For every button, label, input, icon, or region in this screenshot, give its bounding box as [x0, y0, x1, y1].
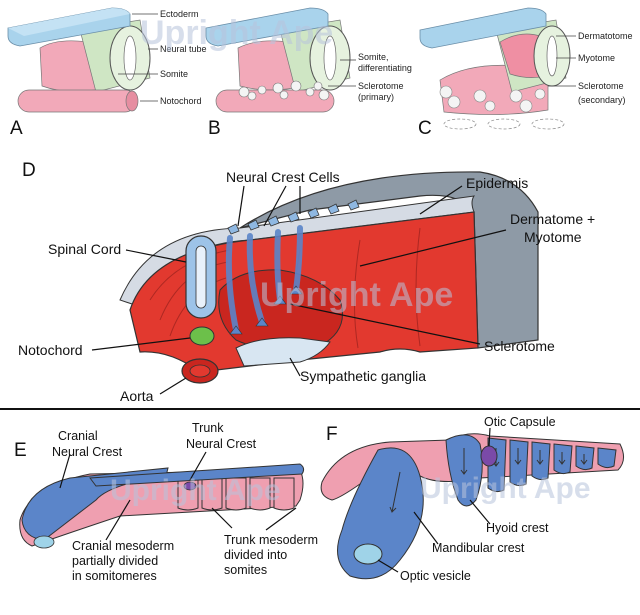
- aorta-lumen: [189, 364, 211, 378]
- label-trunk-neural-crest-1: Trunk: [192, 421, 224, 435]
- label-trunk-neural-crest-2: Neural Crest: [186, 437, 257, 451]
- optic-bulge-e: [33, 535, 55, 549]
- label-mandibular-crest: Mandibular crest: [432, 541, 525, 555]
- label-trunk-mesoderm-2: divided into: [224, 548, 287, 562]
- label-somite: Somite: [160, 69, 188, 79]
- notochord-b: [215, 89, 335, 113]
- neural-tube-b-lumen: [323, 35, 337, 81]
- sclerotome-primary-cells: [238, 80, 330, 101]
- label-sympathetic-ganglia: Sympathetic ganglia: [300, 368, 426, 384]
- label-cranial-neural-crest-1: Cranial: [58, 429, 98, 443]
- panel-f: F Otic Capsule: [320, 415, 624, 583]
- label-cranial-mesoderm-2: partially divided: [72, 554, 158, 568]
- notochord-shape-d: [189, 326, 215, 346]
- notochord-shape: [17, 89, 137, 113]
- label-ectoderm: Ectoderm: [160, 9, 199, 19]
- label-notochord-d: Notochord: [18, 342, 83, 358]
- otic-capsule-shape: [480, 445, 498, 467]
- crest-migration-arrowheads: [229, 285, 303, 335]
- panel-d-letter: D: [22, 160, 36, 181]
- label-dermatotome: Dermatotome: [578, 31, 633, 41]
- label-dermatome-myotome-1: Dermatome +: [510, 211, 595, 227]
- label-sclerotome-primary-2: (primary): [358, 92, 394, 102]
- neural-tube-lumen: [123, 35, 137, 81]
- watermark-f: Upright Ape: [420, 472, 591, 505]
- trunk-neural-crest-shape: [89, 463, 305, 487]
- label-cranial-neural-crest-2: Neural Crest: [52, 445, 123, 459]
- label-sclerotome-primary-1: Sclerotome: [358, 81, 404, 91]
- label-somite-differentiating-1: Somite,: [358, 52, 389, 62]
- panel-c: C Dermatotome Myotome Sclerotome (second…: [418, 7, 633, 139]
- label-epidermis: Epidermis: [466, 175, 528, 191]
- watermark-d: Upright Ape: [260, 276, 453, 314]
- panel-b: B Somite, differentiating Sclerotome (pr…: [205, 7, 412, 139]
- panel-a-letter: A: [10, 118, 23, 139]
- label-hyoid-crest: Hyoid crest: [486, 521, 549, 535]
- label-trunk-mesoderm-3: somites: [224, 563, 267, 577]
- panel-e-letter: E: [14, 440, 27, 461]
- panel-b-letter: B: [208, 118, 221, 139]
- crest-migration-paths: [225, 225, 303, 333]
- label-dermatome-myotome-2: Myotome: [524, 229, 582, 245]
- label-otic-capsule: Otic Capsule: [484, 415, 556, 429]
- panel-a: A Ectoderm Neural tube Somite Notochord: [7, 7, 207, 139]
- label-neural-crest-cells: Neural Crest Cells: [226, 169, 340, 185]
- watermark-e: Upright Ape: [110, 474, 281, 507]
- neural-crest-cells: [227, 199, 360, 235]
- label-notochord: Notochord: [160, 96, 202, 106]
- sympathetic-ganglia-region: [235, 337, 331, 367]
- label-sclerotome-secondary-1: Sclerotome: [578, 81, 624, 91]
- label-sclerotome-secondary-2: (secondary): [578, 95, 626, 105]
- ectoderm-sheet-c: [419, 7, 547, 49]
- panel-e: E Cranial Neural Crest Trunk Neural Cres…: [14, 421, 318, 583]
- label-aorta: Aorta: [120, 388, 154, 404]
- ectoderm-sheet-top: [8, 8, 130, 36]
- label-spinal-cord: Spinal Cord: [48, 241, 121, 257]
- watermark-top: Upright Ape: [140, 14, 333, 52]
- label-optic-vesicle: Optic vesicle: [400, 569, 471, 583]
- label-sclerotome-d: Sclerotome: [484, 338, 555, 354]
- label-somite-differentiating-2: differentiating: [358, 63, 412, 73]
- label-cranial-mesoderm-3: in somitomeres: [72, 569, 157, 583]
- notochord-end: [125, 90, 139, 112]
- sclerotome-shape: [218, 269, 343, 351]
- panel-d: D: [18, 160, 595, 404]
- ectoderm-sheet-b: [205, 7, 329, 47]
- neural-tube-c-lumen: [546, 35, 558, 77]
- optic-vesicle-shape: [353, 543, 383, 565]
- label-neural-tube: Neural tube: [160, 44, 207, 54]
- spinal-cord-lumen: [195, 245, 207, 309]
- label-myotome: Myotome: [578, 53, 615, 63]
- sclerotome-secondary-cells: [439, 85, 546, 113]
- trunk-crest-cell: [183, 481, 197, 491]
- label-trunk-mesoderm-1: Trunk mesoderm: [224, 533, 318, 547]
- migration-arrows-f: [389, 448, 588, 513]
- label-cranial-mesoderm-1: Cranial mesoderm: [72, 539, 174, 553]
- panel-f-letter: F: [326, 424, 338, 445]
- panel-c-letter: C: [418, 118, 432, 139]
- ventral-outlines: [443, 118, 565, 130]
